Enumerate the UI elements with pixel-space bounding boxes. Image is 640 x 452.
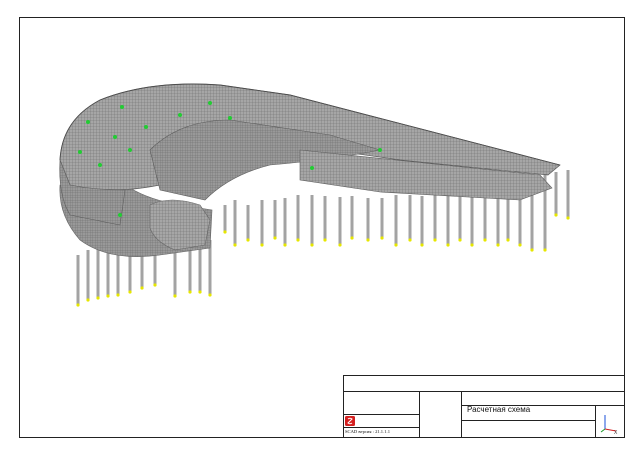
- support-node: [310, 243, 314, 247]
- title-block-divider: [461, 420, 595, 421]
- drawing-title: Расчетная схема: [467, 405, 531, 414]
- highlight-node: [378, 148, 382, 152]
- support-node: [246, 238, 250, 242]
- support-node: [188, 290, 192, 294]
- support-node: [223, 230, 227, 234]
- highlight-node: [208, 101, 212, 105]
- support-node: [208, 293, 212, 297]
- support-node: [566, 216, 570, 220]
- support-node: [380, 236, 384, 240]
- support-node: [173, 294, 177, 298]
- support-node: [106, 294, 110, 298]
- title-block-divider: [461, 391, 462, 438]
- support-node: [543, 248, 547, 252]
- support-node: [260, 243, 264, 247]
- support-node: [433, 238, 437, 242]
- highlighted-nodes: [78, 101, 382, 217]
- support-node: [496, 243, 500, 247]
- highlight-node: [178, 113, 182, 117]
- highlight-node: [310, 166, 314, 170]
- support-node: [76, 303, 80, 307]
- support-node: [153, 283, 157, 287]
- scad-logo-icon: [345, 416, 355, 426]
- support-node: [116, 293, 120, 297]
- support-node: [518, 243, 522, 247]
- software-version: SCAD версия : 21.1.1.1: [345, 429, 390, 434]
- support-node: [128, 290, 132, 294]
- support-node: [296, 238, 300, 242]
- axis-x-label: X: [614, 430, 618, 435]
- support-node: [233, 243, 237, 247]
- support-node: [470, 243, 474, 247]
- title-block-divider: [343, 427, 419, 428]
- highlight-node: [113, 135, 117, 139]
- support-node: [483, 238, 487, 242]
- support-node: [273, 236, 277, 240]
- highlight-node: [128, 148, 132, 152]
- coordinate-axes-icon: X: [600, 415, 618, 435]
- highlight-node: [118, 213, 122, 217]
- roof-edge: [59, 83, 561, 166]
- title-block-divider: [595, 405, 596, 438]
- title-block-divider: [343, 414, 419, 415]
- support-node: [394, 243, 398, 247]
- support-node: [323, 238, 327, 242]
- support-node: [140, 286, 144, 290]
- sheet-frame: [19, 17, 625, 438]
- highlight-node: [78, 150, 82, 154]
- support-node: [408, 238, 412, 242]
- title-block-divider: [343, 391, 625, 392]
- facade-strip: [59, 159, 126, 226]
- columns-group: [76, 170, 570, 305]
- support-node: [338, 243, 342, 247]
- highlight-node: [98, 163, 102, 167]
- support-node: [458, 238, 462, 242]
- support-node: [366, 238, 370, 242]
- support-node: [86, 298, 90, 302]
- highlight-node: [228, 116, 232, 120]
- highlight-node: [86, 120, 90, 124]
- support-node: [554, 213, 558, 217]
- title-block-divider: [461, 405, 625, 406]
- support-node: [283, 243, 287, 247]
- support-node: [420, 243, 424, 247]
- support-node: [530, 248, 534, 252]
- support-node: [198, 290, 202, 294]
- title-block: [343, 375, 625, 438]
- highlight-node: [144, 125, 148, 129]
- support-node: [446, 243, 450, 247]
- support-node: [506, 238, 510, 242]
- support-node: [96, 296, 100, 300]
- support-nodes: [76, 213, 570, 307]
- title-block-divider: [419, 391, 420, 438]
- support-node: [350, 236, 354, 240]
- highlight-node: [120, 105, 124, 109]
- long-ramp: [299, 149, 553, 201]
- lower-ring: [149, 199, 211, 251]
